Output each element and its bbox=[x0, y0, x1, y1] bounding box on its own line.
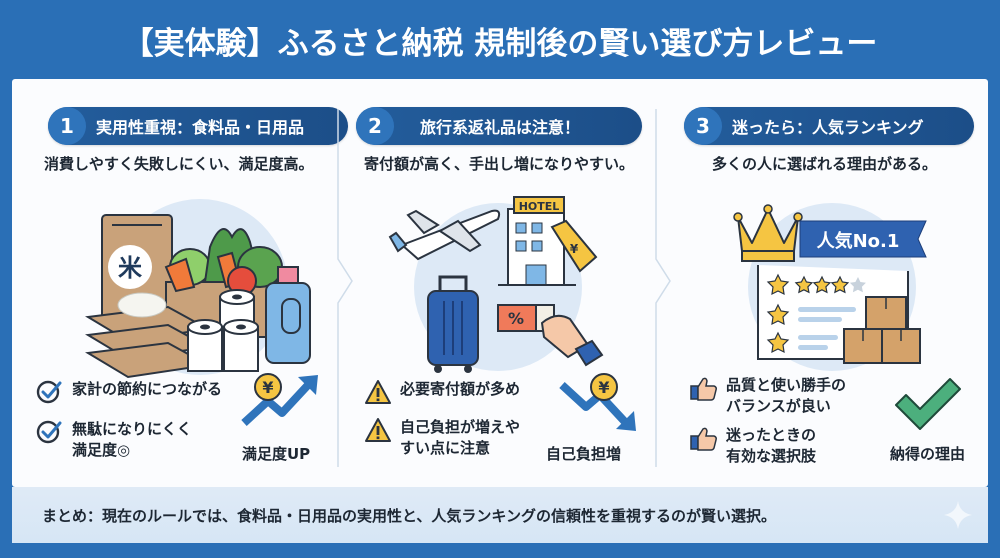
green-checkmark-icon bbox=[895, 378, 961, 430]
ranking-illustration: 人気No.1 bbox=[733, 203, 927, 371]
warning-icon bbox=[365, 380, 391, 404]
step-number: 3 bbox=[684, 107, 722, 145]
svg-text:人気No.1: 人気No.1 bbox=[817, 230, 900, 252]
panel-subtitle: 消費しやすく失敗しにくい、満足度高。 bbox=[44, 155, 314, 173]
panel-heading-pill: 3 迷ったら：人気ランキング bbox=[684, 107, 974, 145]
panel-divider-arrow bbox=[337, 109, 353, 467]
benefit-item: 家計の節約につながる bbox=[36, 379, 222, 405]
reason-item: 品質と使い勝手の バランスが良い bbox=[690, 375, 846, 417]
panel-heading: 旅行系返礼品は注意！ bbox=[420, 118, 581, 137]
panel-divider-arrow bbox=[655, 109, 671, 467]
svg-text:¥: ¥ bbox=[570, 242, 579, 256]
check-circle-icon bbox=[36, 420, 62, 444]
summary-bar: まとめ：現在のルールでは、食料品・日用品の実用性と、人気ランキングの信頼性を重視… bbox=[12, 487, 988, 543]
thumbs-up-icon bbox=[690, 377, 717, 401]
check-circle-icon bbox=[36, 380, 62, 404]
benefit-item: 無駄になりにくく 満足度◎ bbox=[36, 419, 192, 461]
panel-heading-pill: 2 旅行系返礼品は注意！ bbox=[356, 107, 642, 145]
step-number: 1 bbox=[48, 107, 86, 145]
side-label: 自己負担増 bbox=[546, 445, 622, 463]
panel-ranking: 3 迷ったら：人気ランキング 多くの人に選ばれる理由がある。 人気No.1 bbox=[662, 79, 988, 487]
svg-text:¥: ¥ bbox=[598, 378, 609, 397]
yen-arrow-down-icon: ¥ bbox=[559, 373, 636, 431]
summary-text: まとめ：現在のルールでは、食料品・日用品の実用性と、人気ランキングの信頼性を重視… bbox=[42, 506, 776, 525]
svg-text:%: % bbox=[508, 309, 524, 328]
sparkle-icon bbox=[944, 501, 972, 529]
panel-subtitle: 寄付額が高く、手出し増になりやすい。 bbox=[364, 155, 635, 173]
caution-item: 自己負担が増えや すい点に注意 bbox=[364, 417, 520, 459]
warning-icon bbox=[365, 418, 391, 442]
panel-heading: 迷ったら：人気ランキング bbox=[732, 118, 924, 137]
panel-practical: 1 実用性重視：食料品・日用品 消費しやすく失敗しにくい、満足度高。 米 bbox=[12, 79, 348, 487]
reason-item: 迷ったときの 有効な選択肢 bbox=[690, 425, 816, 467]
panel-travel: 2 旅行系返礼品は注意！ 寄付額が高く、手出し増になりやすい。 HOTEL ¥ bbox=[342, 79, 652, 487]
panel-heading: 実用性重視：食料品・日用品 bbox=[96, 118, 305, 137]
groceries-illustration: 米 bbox=[85, 199, 311, 379]
yen-arrow-up-icon: ¥ bbox=[241, 373, 318, 426]
caution-item: 必要寄付額が多め bbox=[364, 379, 520, 405]
side-label: 納得の理由 bbox=[890, 445, 966, 463]
svg-text:米: 米 bbox=[118, 254, 142, 282]
svg-text:HOTEL: HOTEL bbox=[519, 200, 560, 213]
svg-text:¥: ¥ bbox=[262, 378, 273, 397]
thumbs-up-icon bbox=[690, 427, 717, 451]
page-title: 【実体験】ふるさと納税 規制後の賢い選び方レビュー bbox=[122, 25, 878, 62]
content-card: 1 実用性重視：食料品・日用品 消費しやすく失敗しにくい、満足度高。 米 bbox=[12, 79, 988, 487]
travel-illustration: HOTEL ¥ % bbox=[388, 196, 604, 373]
step-number: 2 bbox=[356, 107, 394, 145]
panel-heading-pill: 1 実用性重視：食料品・日用品 bbox=[48, 107, 348, 145]
panel-subtitle: 多くの人に選ばれる理由がある。 bbox=[712, 155, 938, 173]
side-label: 満足度UP bbox=[242, 445, 311, 463]
